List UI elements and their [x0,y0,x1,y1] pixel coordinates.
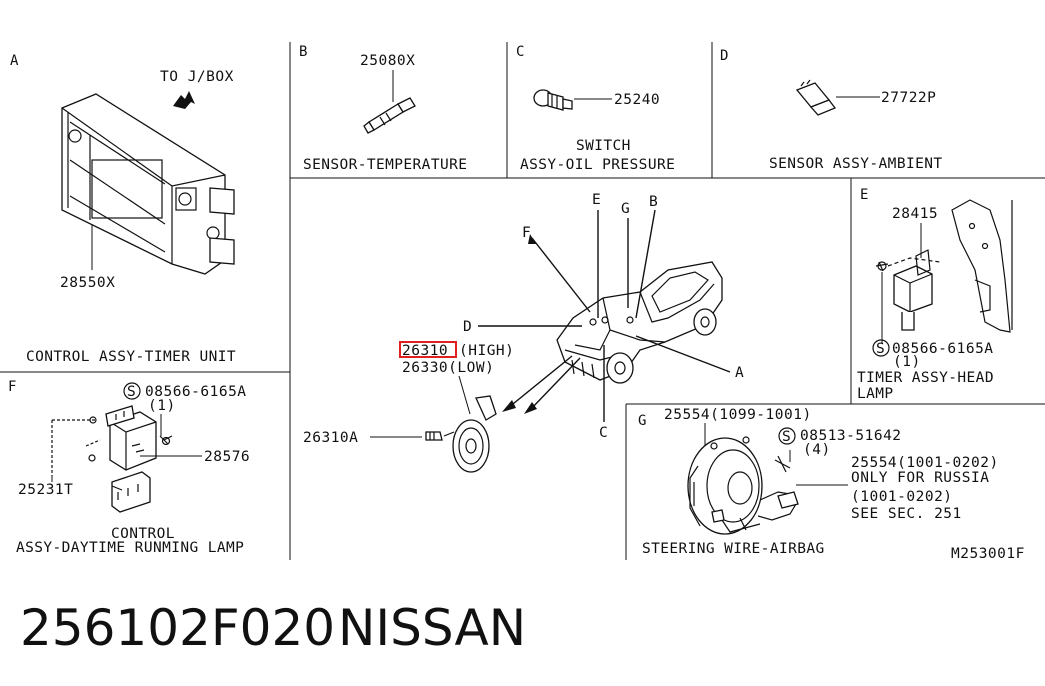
horn-high-label: (HIGH) [459,343,514,359]
to-jbox-note: TO J/BOX [160,69,234,85]
callout-e: E [592,192,601,208]
main-view: E G B F D A C 26310 (HIGH) 26330(LOW) 26… [303,192,744,473]
part-25231t: 25231T [18,482,73,498]
panel-f-bolt: 08566-6165A [145,384,247,400]
panel-f-caption-2: ASSY-DAYTIME RUNMING LAMP [16,540,244,556]
callout-c: C [599,425,608,441]
panel-c-caption-1: SWITCH [576,138,631,154]
panel-d-caption: SENSOR ASSY-AMBIENT [769,156,942,172]
callout-g: G [621,201,630,217]
arrow-head-icon [502,400,516,412]
panel-g-bolt: 08513-51642 [800,428,902,444]
panel-a-letter: A [10,53,19,69]
panel-a-caption: CONTROL ASSY-TIMER UNIT [26,349,236,365]
panel-g-note-3: SEE SEC. 251 [851,506,962,522]
ambient-sensor-drawing [795,79,837,116]
panel-g-note-2: (1001-0202) [851,489,953,505]
part-27722p: 27722P [881,90,936,106]
panel-f: F S 08566-6165A (1) 28576 25231T CONTROL… [8,379,250,556]
panel-f-caption-1: CONTROL [111,526,175,542]
timer-unit-drawing [61,93,235,275]
panel-c-letter: C [516,44,524,60]
panel-g-caption: STEERING WIRE-AIRBAG [642,541,825,557]
panel-dividers [0,42,1045,560]
panel-g-letter: G [638,413,646,429]
panel-b: B 25080X SENSOR-TEMPERATURE [299,44,467,173]
panel-e-qty: (1) [893,354,921,370]
panel-g-part-1: 25554(1099-1001) [664,407,812,423]
s-icon-f: S [127,384,136,400]
panel-f-qty: (1) [148,398,176,414]
panel-e-bolt: 08566-6165A [892,341,994,357]
panel-d: D 27722P SENSOR ASSY-AMBIENT [720,48,942,172]
diagram-code: M253001F [951,546,1025,562]
part-28550x: 28550X [60,275,115,291]
footer-brand: NISSAN [338,599,526,657]
part-28415: 28415 [892,206,938,222]
panel-g-qty: (4) [803,442,831,458]
arrow-head-icon [524,402,537,414]
panel-c-caption-2: ASSY-OIL PRESSURE [520,157,675,173]
temperature-sensor-drawing [363,97,416,134]
s-icon-g: S [782,429,791,445]
arrow-head-icon [528,234,536,244]
panel-g-part-2: 25554(1001-0202) [851,455,999,471]
part-25080x: 25080X [360,53,415,69]
arrow-up-icon [173,91,195,109]
panel-e: E 28415 S 08566-6165A (1) TIMER ASSY-HEA… [857,187,1013,402]
callout-b: B [649,194,658,210]
panel-b-letter: B [299,44,307,60]
airbag-clockspring-drawing [687,436,799,535]
panel-c: C 25240 SWITCH ASSY-OIL PRESSURE [516,44,675,173]
panel-b-caption: SENSOR-TEMPERATURE [303,157,467,173]
panel-d-letter: D [720,48,728,64]
headlamp-timer-drawing [875,249,941,331]
horn-high-part: 26310 [402,343,448,359]
horn-bolt-part: 26310A [303,430,358,446]
panel-g-note-1: ONLY FOR RUSSIA [851,470,989,486]
part-28576: 28576 [204,449,250,465]
bracket-drawing [951,199,1013,333]
panel-g: G 25554(1099-1001) S 08513-51642 (4) 255… [638,407,1025,562]
callout-f: F [522,225,531,241]
panel-e-caption-1: TIMER ASSY-HEAD [857,370,994,386]
panel-a: A TO J/BOX 28550X CONTROL ASSY-TIMER UNI… [10,53,236,365]
horn-low-label: 26330(LOW) [402,360,494,376]
callout-a: A [735,365,744,381]
panel-e-caption-2: LAMP [857,386,894,402]
vehicle-drawing [556,261,723,384]
horn-drawing [425,395,497,473]
panel-e-letter: E [860,187,868,203]
s-icon: S [876,341,885,357]
panel-f-letter: F [8,379,16,395]
part-25240: 25240 [614,92,660,108]
callout-d: D [463,319,472,335]
highlight-box [399,341,457,358]
oil-pressure-switch-drawing [533,89,573,111]
callout-leaders [478,209,731,422]
footer-part-number: 256102F020 [20,599,335,657]
